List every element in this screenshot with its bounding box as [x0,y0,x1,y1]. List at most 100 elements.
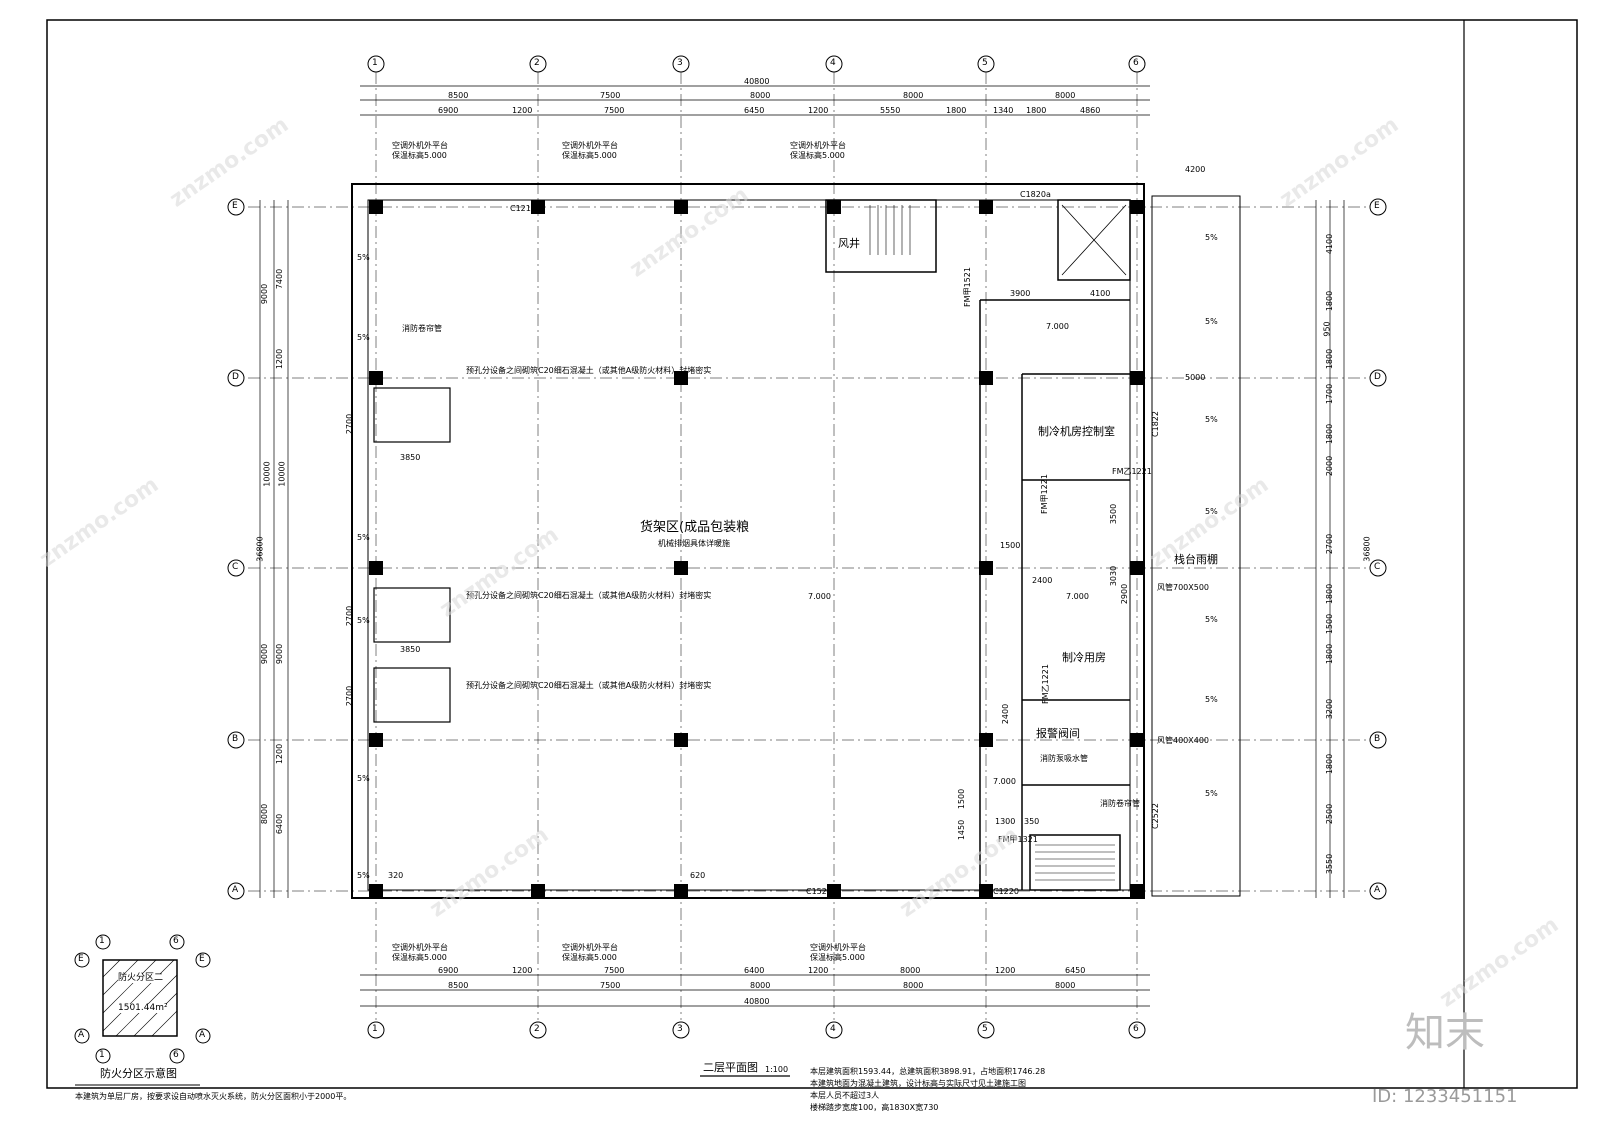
slope-mark: 5% [357,616,370,625]
dim-bottom-sub: 1200 [995,966,1016,975]
dim-bottom-sub: 6900 [438,966,459,975]
note-area: 本层建筑面积1593.44，总建筑面积3898.91，占地面积1746.28 [810,1067,1046,1076]
dim-misc: 1300 [995,817,1016,826]
dim-bottom-sub: 6450 [1065,966,1086,975]
ac-platform-note: 空调外机外平台 [810,943,866,952]
dim-misc: 2900 [1120,583,1130,605]
slope-mark: 5% [1205,789,1218,798]
dim-total-width-bottom: 40800 [744,997,770,1006]
elevation-mark: 7.000 [808,592,831,601]
key-plan-grid-label: A [78,1030,85,1040]
dim-bottom-sub: 1200 [512,966,533,975]
drawing-frame [46,19,1578,1089]
dim-misc: 3030 [1109,565,1119,587]
slope-mark: 5% [1205,695,1218,704]
dim-left-sub: 6400 [275,813,285,835]
key-plan-grid-label: A [199,1030,206,1040]
ac-elev-note: 保温标高5.000 [392,151,447,160]
grid-label-a: A [232,885,239,895]
dim-left-bay: 8000 [260,803,270,825]
key-plan-area: 1501.44m² [118,1003,168,1013]
grid-label-2-bottom: 2 [534,1024,540,1034]
dim-right-sub: 1800 [1325,348,1335,370]
outer-wall [351,183,1145,899]
grid-label-c: C [232,562,239,572]
dim-misc: 2400 [1032,576,1053,585]
drawing-title: 二层平面图 [703,1061,758,1074]
dim-right-sub: 2000 [1325,455,1335,477]
dim-bottom-bay: 7500 [600,981,621,990]
valve-note: 消防泵吸水管 [1040,754,1088,763]
dim-right-sub: 1700 [1325,383,1335,405]
note-height: 本建筑地面为混凝土建筑，设计标高与实际尺寸见土建施工图 [810,1079,1026,1088]
dim-top-bay: 8000 [903,91,924,100]
grid-label-4-bottom: 4 [830,1024,836,1034]
dim-total-depth-right: 36800 [1362,536,1372,562]
pipe-note: 消防卷帘管 [402,324,442,333]
slope-mark: 5% [357,533,370,542]
note-left: 本建筑为单层厂房，按要求设自动喷水灭火系统，防火分区面积小于2000平。 [75,1092,352,1101]
ac-platform-note: 空调外机外平台 [562,141,618,150]
grid-label-6-bottom: 6 [1133,1024,1139,1034]
dim-left-sub: 9000 [275,643,285,665]
grid-label-d: D [232,372,239,382]
dim-misc: 2700 [345,605,355,627]
dim-total-width-top: 40800 [744,77,770,86]
window-label: C2522 [1150,803,1160,829]
hole-note: 预孔分设备之间砌筑C20细石混凝土（或其他A级防火材料）封堵密实 [466,681,712,690]
dim-right-sub: 1800 [1325,643,1335,665]
dim-total-depth-left: 36800 [255,536,265,562]
brand-id: ID: 1233451151 [1372,1086,1518,1107]
dimension-lines [259,85,1345,1007]
dim-bottom-sub: 8000 [900,966,921,975]
dim-left-bay: 9000 [260,643,270,665]
dim-bottom-bay: 8000 [750,981,771,990]
room-note-main: 机械排烟具体详暖施 [658,539,730,548]
grid-label-1: 1 [372,58,378,68]
dim-bottom-sub: 1200 [808,966,829,975]
dim-bottom-bay: 8000 [1055,981,1076,990]
slope-mark: 5% [1205,317,1218,326]
dim-misc: 4200 [1185,165,1206,174]
room-label-main: 货架区(成品包装粮 [640,520,750,535]
dim-misc: 3900 [1010,289,1031,298]
dim-right-sub: 1800 [1325,290,1335,312]
brand-logo: 知末 [1405,1010,1485,1056]
note-stair: 楼梯踏步宽度100，高1830X宽730 [810,1103,939,1112]
dim-bottom-bay: 8500 [448,981,469,990]
ac-elev-note: 保温标高5.000 [562,953,617,962]
dim-misc: 620 [690,871,706,880]
window-label: C1212 [510,204,536,213]
grid-lines-horizontal [248,206,1370,892]
dim-top-bay: 7500 [600,91,621,100]
dim-misc: 2700 [345,685,355,707]
dim-top-bay: 8000 [1055,91,1076,100]
grid-label-3-bottom: 3 [677,1024,683,1034]
dim-top-sub: 6900 [438,106,459,115]
grid-label-3: 3 [677,58,683,68]
dim-misc: 1450 [957,819,967,841]
grid-label-1-bottom: 1 [372,1024,378,1034]
canopy-hatch [1151,195,1241,897]
dim-bottom-bay: 8000 [903,981,924,990]
structural-columns [369,200,1144,898]
hole-note: 预孔分设备之间砌筑C20细石混凝土（或其他A级防火材料）封堵密实 [466,366,712,375]
dim-misc: 2400 [1001,703,1011,725]
dim-misc: 1500 [1000,541,1021,550]
drawing-scale: 1:100 [765,1065,789,1074]
dim-left-sub: 1200 [275,743,285,765]
grid-label-e-right: E [1374,201,1380,211]
dim-misc: 5000 [1185,373,1206,382]
dim-right-sub: 2700 [1325,533,1335,555]
dim-left-bay: 10000 [262,461,272,487]
door-label: FM甲1221 [1039,474,1049,514]
window-label: C1521 [806,887,832,896]
grid-label-b-right: B [1374,734,1381,744]
dim-top-sub: 6450 [744,106,765,115]
dim-left-bay: 9000 [260,283,270,305]
dim-top-sub: 5550 [880,106,901,115]
door-label: FM乙1221 [1112,467,1152,476]
grid-label-6: 6 [1133,58,1139,68]
grid-label-a-right: A [1374,885,1381,895]
